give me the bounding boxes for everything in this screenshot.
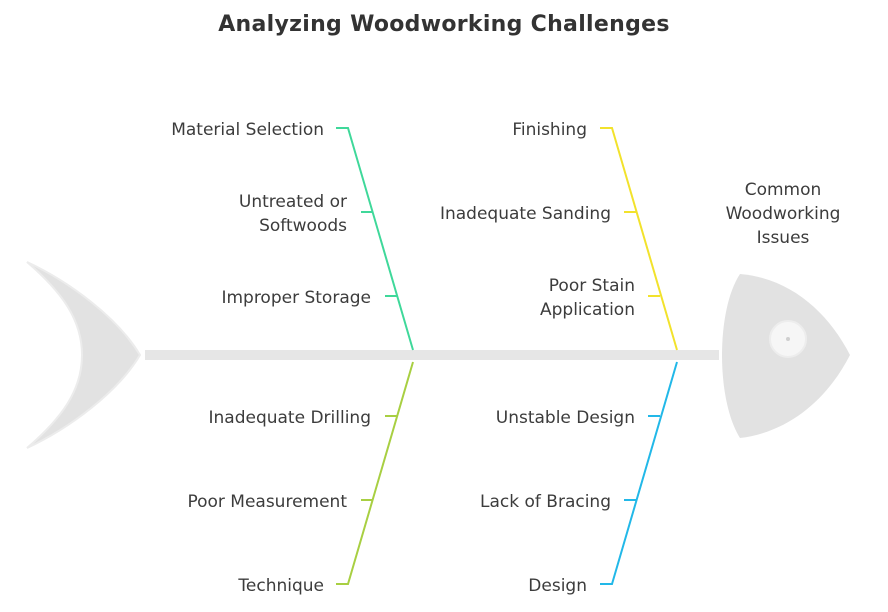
fish-spine: [145, 350, 719, 360]
cause-label-sanding: Inadequate Sanding: [439, 204, 611, 224]
diagram-title: Analyzing Woodworking Challenges: [218, 12, 670, 37]
cause-label-measurement: Poor Measurement: [187, 492, 347, 512]
cause-label-drilling: Inadequate Drilling: [208, 408, 371, 428]
fish-tail: [26, 261, 142, 449]
effect-label: Common Woodworking Issues: [725, 180, 841, 248]
cause-label-unstable: Unstable Design: [495, 408, 635, 428]
cause-label-storage: Improper Storage: [221, 288, 371, 308]
category-label-design: Design: [528, 576, 587, 596]
bone-materials: [336, 127, 414, 351]
bone-finishing: [600, 127, 678, 351]
bone-technique: [336, 361, 414, 585]
cause-label-bracing: Lack of Bracing: [480, 492, 611, 512]
category-label-materials: Material Selection: [171, 120, 324, 140]
category-label-finishing: Finishing: [512, 120, 587, 140]
bone-design: [600, 361, 678, 585]
cause-label-untreated: Untreated or Softwoods: [238, 192, 347, 236]
category-label-technique: Technique: [238, 576, 324, 596]
fish-pupil: [786, 337, 790, 341]
cause-label-stain: Poor Stain Application: [540, 276, 635, 320]
